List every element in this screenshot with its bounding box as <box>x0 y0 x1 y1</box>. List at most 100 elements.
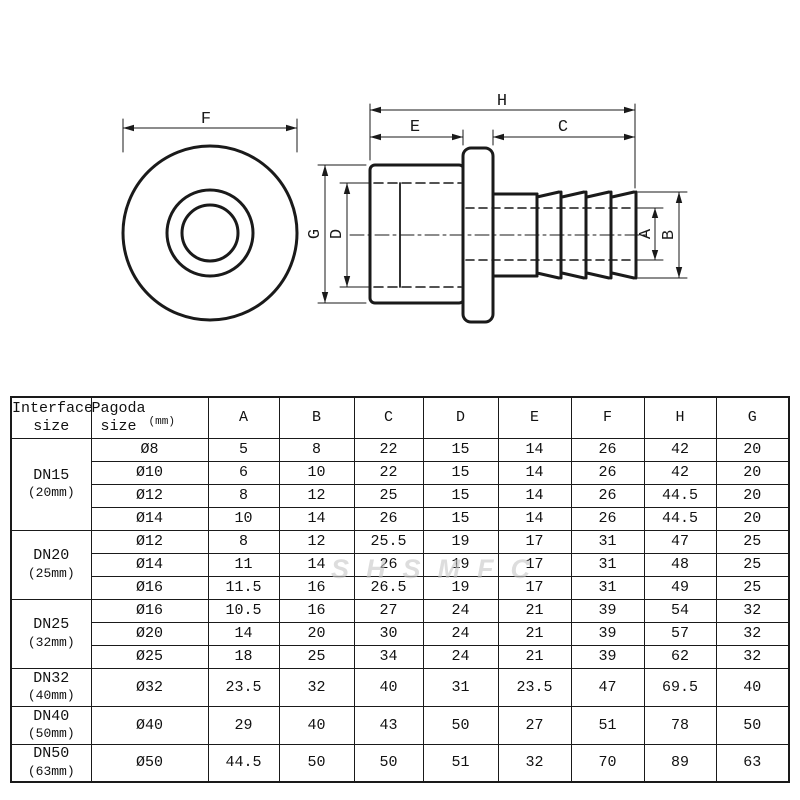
value-cell: 32 <box>715 621 790 646</box>
value-cell: 11.5 <box>207 575 280 600</box>
bore-hidden-lines <box>465 207 634 261</box>
value-cell: 26 <box>353 552 424 577</box>
header-dim-a: A <box>207 396 280 439</box>
value-cell: 20 <box>278 621 355 646</box>
dim-label-g: G <box>306 229 325 239</box>
pagoda-size-cell: Ø8 <box>90 437 209 462</box>
pagoda-size-cell: Ø12 <box>90 529 209 554</box>
value-cell: 16 <box>278 598 355 623</box>
value-cell: 17 <box>497 575 572 600</box>
header-dim-d: D <box>422 396 499 439</box>
value-cell: 70 <box>570 743 645 783</box>
value-cell: 21 <box>497 644 572 669</box>
value-cell: 49 <box>643 575 717 600</box>
value-cell: 10 <box>207 506 280 531</box>
interface-size-sub: (20mm) <box>27 485 75 501</box>
value-cell: 22 <box>353 460 424 485</box>
value-cell: 22 <box>353 437 424 462</box>
dim-label-a: A <box>637 228 656 239</box>
value-cell: 14 <box>497 437 572 462</box>
value-cell: 50 <box>715 705 790 745</box>
value-cell: 21 <box>497 621 572 646</box>
value-cell: 39 <box>570 644 645 669</box>
value-cell: 25 <box>353 483 424 508</box>
header-pagoda-line2: size <box>100 417 137 435</box>
interface-size-label: DN32 <box>33 669 70 687</box>
interface-size-cell: DN40(50mm) <box>10 705 92 745</box>
value-cell: 27 <box>497 705 572 745</box>
value-cell: 50 <box>278 743 355 783</box>
value-cell: 11 <box>207 552 280 577</box>
interface-size-sub: (32mm) <box>27 634 75 650</box>
value-cell: 12 <box>278 483 355 508</box>
value-cell: 44.5 <box>643 483 717 508</box>
value-cell: 40 <box>353 667 424 707</box>
pagoda-size-cell: Ø25 <box>90 644 209 669</box>
value-cell: 25 <box>715 552 790 577</box>
value-cell: 50 <box>353 743 424 783</box>
dimension-D <box>339 182 370 288</box>
interface-size-cell: DN25(32mm) <box>10 598 92 669</box>
value-cell: 10.5 <box>207 598 280 623</box>
value-cell: 14 <box>497 460 572 485</box>
front-view: F <box>121 110 299 322</box>
value-cell: 40 <box>278 705 355 745</box>
value-cell: 14 <box>497 483 572 508</box>
value-cell: 23.5 <box>497 667 572 707</box>
value-cell: 51 <box>570 705 645 745</box>
value-cell: 26.5 <box>353 575 424 600</box>
value-cell: 42 <box>643 437 717 462</box>
header-dim-c: C <box>353 396 424 439</box>
value-cell: 51 <box>422 743 499 783</box>
value-cell: 32 <box>715 598 790 623</box>
fitting-drawing: F <box>0 0 800 392</box>
interface-size-label: DN15 <box>33 466 70 484</box>
pagoda-size-cell: Ø50 <box>90 743 209 783</box>
value-cell: 25.5 <box>353 529 424 554</box>
outer-circle <box>121 144 299 322</box>
value-cell: 89 <box>643 743 717 783</box>
dim-label-c: C <box>558 118 568 137</box>
dim-label-e: E <box>410 118 420 137</box>
fitting-body <box>368 163 466 305</box>
value-cell: 15 <box>422 460 499 485</box>
pagoda-size-cell: Ø32 <box>90 667 209 707</box>
interface-size-cell: DN15(20mm) <box>10 437 92 531</box>
pagoda-size-cell: Ø20 <box>90 621 209 646</box>
header-dim-g: G <box>715 396 790 439</box>
pagoda-size-cell: Ø14 <box>90 552 209 577</box>
interface-size-cell: DN50(63mm) <box>10 743 92 783</box>
interface-size-label: DN50 <box>33 745 70 763</box>
header-interface-size: Interface size <box>10 396 92 439</box>
dimension-B <box>637 191 688 279</box>
dim-label-b: B <box>660 230 679 240</box>
value-cell: 25 <box>715 529 790 554</box>
dim-label-f: F <box>201 110 211 129</box>
value-cell: 40 <box>715 667 790 707</box>
value-cell: 15 <box>422 437 499 462</box>
value-cell: 32 <box>497 743 572 783</box>
value-cell: 39 <box>570 598 645 623</box>
value-cell: 17 <box>497 529 572 554</box>
value-cell: 54 <box>643 598 717 623</box>
value-cell: 30 <box>353 621 424 646</box>
header-interface-line1: Interface <box>12 400 91 418</box>
middle-circle <box>165 188 255 278</box>
value-cell: 19 <box>422 552 499 577</box>
value-cell: 44.5 <box>207 743 280 783</box>
value-cell: 26 <box>570 437 645 462</box>
value-cell: 39 <box>570 621 645 646</box>
value-cell: 16 <box>278 575 355 600</box>
value-cell: 29 <box>207 705 280 745</box>
